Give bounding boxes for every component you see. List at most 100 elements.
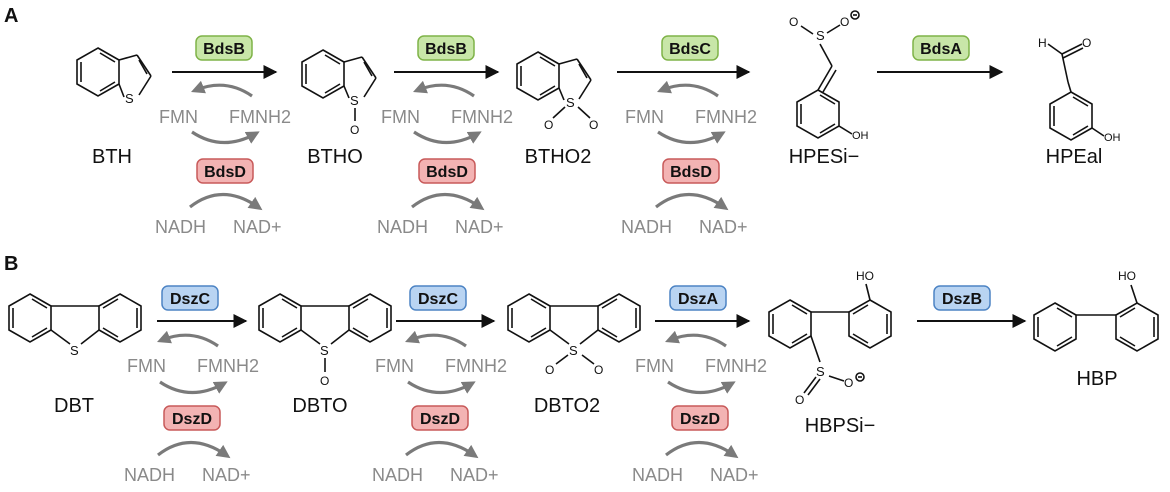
enzyme-badge-bdsb: BdsB xyxy=(195,35,253,61)
cofactor-cycle-3: FMN FMNH2 BdsD NADH NAD+ xyxy=(621,80,757,237)
cycle-arrow xyxy=(413,130,482,145)
compound-label-btho2: BTHO2 xyxy=(525,146,592,168)
atom-o: O xyxy=(589,118,598,132)
atom-o: O xyxy=(350,123,359,137)
compound-label-hpeal: HPEal xyxy=(1046,146,1103,168)
cycle-arrow xyxy=(189,193,263,211)
cycle-arrow xyxy=(405,330,467,348)
structure-bth: S xyxy=(76,47,152,106)
svg-text:BdsB: BdsB xyxy=(203,41,245,58)
svg-text:BdsB: BdsB xyxy=(425,41,467,58)
cycle-arrow xyxy=(407,380,476,395)
cofactor-cycle-6: FMN FMNH2 DszD NADH NAD+ xyxy=(632,330,767,485)
cofactor-nad: NAD+ xyxy=(455,217,504,237)
atom-o: O xyxy=(594,363,603,377)
atom-s: S xyxy=(70,343,79,358)
cofactor-fmnh2: FMNH2 xyxy=(445,356,507,376)
svg-text:BdsD: BdsD xyxy=(426,164,468,181)
cofactor-cycle-1: FMN FMNH2 BdsD NADH NAD+ xyxy=(155,80,291,237)
atom-o: O xyxy=(320,374,329,388)
cofactor-fmnh2: FMNH2 xyxy=(229,107,291,127)
svg-text:DszB: DszB xyxy=(942,291,982,308)
cofactor-nad: NAD+ xyxy=(202,465,251,485)
compound-label-btho: BTHO xyxy=(307,146,363,168)
compound-label-hpesi: HPESi− xyxy=(789,146,860,168)
cycle-arrow xyxy=(411,193,485,211)
enzyme-badge-bdsd: BdsD xyxy=(662,158,720,184)
panel-label-b: B xyxy=(4,253,18,275)
cofactor-nadh: NADH xyxy=(621,217,672,237)
cofactor-fmn: FMN xyxy=(381,107,420,127)
svg-text:BdsD: BdsD xyxy=(670,164,712,181)
structure-dbto2: S O O xyxy=(507,293,641,377)
cofactor-fmn: FMN xyxy=(625,107,664,127)
atom-h: H xyxy=(1038,36,1047,50)
cofactor-cycle-2: FMN FMNH2 BdsD NADH NAD+ xyxy=(377,80,513,237)
enzyme-badge-dszc: DszC xyxy=(409,285,467,311)
enzyme-badge-bdsa: BdsA xyxy=(912,35,970,61)
structure-hpeal: H O OH xyxy=(1038,36,1121,144)
cofactor-nadh: NADH xyxy=(124,465,175,485)
cycle-arrow xyxy=(657,130,726,145)
svg-text:DszD: DszD xyxy=(420,411,460,428)
atom-ho: HO xyxy=(856,269,874,283)
atom-o: O xyxy=(1082,36,1091,50)
atom-s: S xyxy=(125,91,134,106)
compound-label-hbp: HBP xyxy=(1076,368,1117,390)
compound-label-dbto2: DBTO2 xyxy=(534,395,600,417)
cycle-arrow xyxy=(655,193,729,211)
svg-text:BdsA: BdsA xyxy=(920,41,962,58)
enzyme-badge-dszd: DszD xyxy=(411,405,469,431)
atom-s: S xyxy=(566,95,575,110)
atom-o: O xyxy=(545,363,554,377)
enzyme-badge-dszd: DszD xyxy=(671,405,729,431)
structure-btho2: S O O xyxy=(516,51,598,132)
atom-ho: HO xyxy=(1118,269,1136,283)
cycle-arrow xyxy=(657,80,719,98)
atom-o: O xyxy=(844,376,853,390)
atom-o: O xyxy=(544,118,553,132)
cofactor-nadh: NADH xyxy=(377,217,428,237)
cofactor-fmn: FMN xyxy=(127,356,166,376)
cycle-arrow xyxy=(665,441,739,459)
enzyme-badge-bdsd: BdsD xyxy=(196,158,254,184)
structure-dbt: S xyxy=(8,293,142,358)
atom-s: S xyxy=(816,28,825,43)
cofactor-nad: NAD+ xyxy=(450,465,499,485)
svg-text:BdsC: BdsC xyxy=(669,41,711,58)
structure-hbpsi: HO S O O xyxy=(768,269,892,407)
cofactor-fmnh2: FMNH2 xyxy=(695,107,757,127)
cofactor-fmn: FMN xyxy=(635,356,674,376)
svg-text:BdsD: BdsD xyxy=(204,164,246,181)
compound-label-bth: BTH xyxy=(92,146,132,168)
enzyme-badge-dszc: DszC xyxy=(161,285,219,311)
cofactor-fmnh2: FMNH2 xyxy=(197,356,259,376)
svg-text:DszD: DszD xyxy=(172,411,212,428)
atom-o: O xyxy=(840,15,849,29)
atom-s: S xyxy=(816,364,825,379)
atom-s: S xyxy=(320,343,329,358)
cofactor-fmnh2: FMNH2 xyxy=(451,107,513,127)
enzyme-badge-dsza: DszA xyxy=(669,285,727,311)
panel-label-a: A xyxy=(4,5,18,27)
cofactor-nad: NAD+ xyxy=(233,217,282,237)
svg-text:DszC: DszC xyxy=(418,291,458,308)
cofactor-nadh: NADH xyxy=(155,217,206,237)
cofactor-cycle-4: FMN FMNH2 DszD NADH NAD+ xyxy=(124,330,259,485)
structure-hpesi: S O O OH xyxy=(789,10,869,142)
structure-dbto: S O xyxy=(258,293,392,388)
enzyme-badge-dszb: DszB xyxy=(933,285,991,311)
compound-label-dbto: DBTO xyxy=(292,395,347,417)
atom-oh: OH xyxy=(852,130,869,142)
cycle-arrow xyxy=(413,80,475,98)
atom-s: S xyxy=(569,343,578,358)
cycle-arrow xyxy=(667,380,736,395)
cofactor-nadh: NADH xyxy=(372,465,423,485)
cofactor-nad: NAD+ xyxy=(710,465,759,485)
cycle-arrow xyxy=(159,380,228,395)
cofactor-fmnh2: FMNH2 xyxy=(705,356,767,376)
enzyme-badge-bdsc: BdsC xyxy=(661,35,719,61)
cycle-arrow xyxy=(157,330,219,348)
cofactor-nadh: NADH xyxy=(632,465,683,485)
